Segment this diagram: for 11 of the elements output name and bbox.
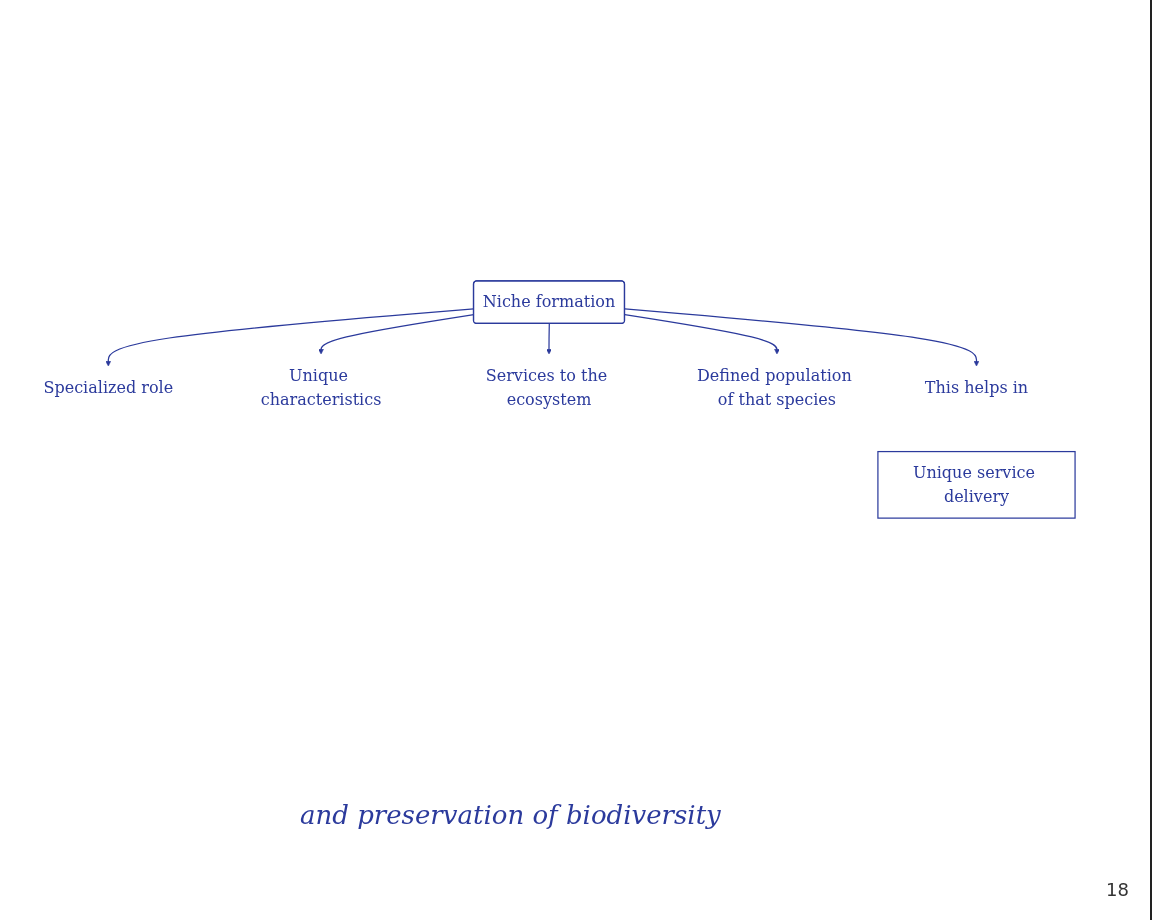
node-text: Defined population of that species — [696, 366, 852, 409]
node-text: This helps in — [924, 378, 1029, 397]
arrow — [546, 323, 552, 355]
node-text: Unique characteristics — [260, 366, 382, 409]
node-text: Specialized role — [43, 378, 174, 397]
arrow — [624, 314, 780, 355]
node-text: Services to the ecosystem — [485, 366, 608, 409]
page-number: 18 — [1106, 879, 1129, 900]
node-box: Unique service delivery — [877, 451, 1076, 520]
note-text: and preservation of biodiversity — [300, 800, 721, 830]
arrow — [624, 308, 980, 367]
